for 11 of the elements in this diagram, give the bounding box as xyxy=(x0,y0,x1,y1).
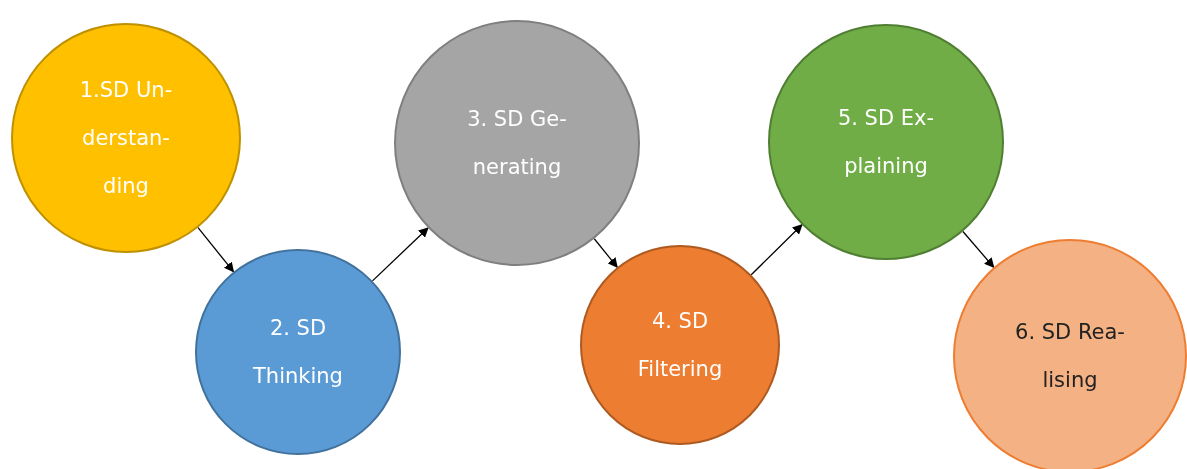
arrow xyxy=(750,224,803,276)
step-label: 4. SD Filtering xyxy=(636,308,724,383)
arrow xyxy=(197,227,235,273)
step-label: 3. SD Ge- nerating xyxy=(466,106,568,181)
step-label: 1.SD Un- derstan- ding xyxy=(78,77,174,200)
step-label: 5. SD Ex- plaining xyxy=(836,105,936,180)
step-label: 6. SD Rea- lising xyxy=(1015,319,1125,394)
arrow xyxy=(962,230,995,269)
arrow xyxy=(593,238,618,268)
arrow xyxy=(371,227,429,282)
step-label: 2. SD Thinking xyxy=(252,315,344,390)
